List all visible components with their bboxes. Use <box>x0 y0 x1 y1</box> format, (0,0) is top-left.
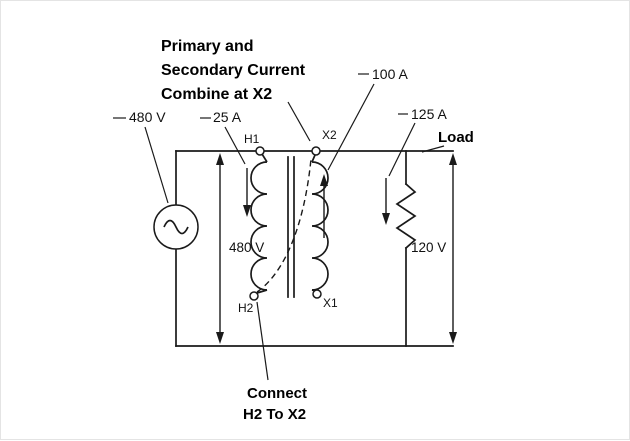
secondary-current-leader <box>327 83 375 171</box>
terminal-x2-label: X2 <box>322 128 337 142</box>
arrow-down-icon <box>243 205 251 217</box>
terminal-h2-dot <box>249 291 259 301</box>
primary-coil <box>250 161 268 291</box>
arrow-down-icon <box>382 213 390 225</box>
terminal-h1-label: H1 <box>244 132 260 146</box>
load-current-arrow <box>382 178 390 225</box>
arrow-up-icon <box>449 153 457 165</box>
text-labels: Primary and Secondary Current Combine at… <box>129 38 474 423</box>
transformer-core <box>287 156 295 298</box>
primary-voltage-arrow <box>216 153 224 344</box>
load-current-leader <box>388 122 416 177</box>
secondary-current-arrow <box>320 174 328 238</box>
terminal-h2-label: H2 <box>238 301 254 315</box>
ac-source <box>153 204 199 250</box>
primary-current-label: 25 A <box>213 109 242 125</box>
terminal-x1-dot <box>312 289 322 299</box>
leader-lines <box>113 73 445 381</box>
terminal-x1-label: X1 <box>323 296 338 310</box>
combine-note-line3: Combine at X2 <box>161 86 272 103</box>
primary-lead-top <box>261 153 268 163</box>
primary-current-leader <box>224 126 246 165</box>
combine-note-line2: Secondary Current <box>161 62 306 79</box>
primary-lead-bottom <box>256 289 268 294</box>
primary-voltage-label: 480 V <box>229 240 264 255</box>
combine-note-line1: Primary and <box>161 38 253 55</box>
secondary-voltage-arrow <box>449 153 457 344</box>
secondary-current-label: 100 A <box>372 66 408 82</box>
combine-note-leader <box>287 101 311 142</box>
arrow-down-icon <box>449 332 457 344</box>
connect-note-line1: Connect <box>247 385 307 402</box>
terminal-h1-dot <box>255 146 265 156</box>
source-voltage-label: 480 V <box>129 109 166 125</box>
load-current-label: 125 A <box>411 106 447 122</box>
arrow-down-icon <box>216 332 224 344</box>
primary-current-arrow <box>243 168 251 217</box>
load-leader <box>421 145 445 153</box>
connect-note-leader <box>256 301 269 381</box>
terminal-x2-dot <box>311 146 321 156</box>
secondary-lead-top <box>311 154 316 163</box>
load-label: Load <box>438 129 474 146</box>
arrow-up-icon <box>320 174 328 186</box>
secondary-voltage-label: 120 V <box>411 240 446 255</box>
connect-note-line2: H2 To X2 <box>243 406 306 423</box>
sine-wave-icon <box>163 219 189 235</box>
primary-winding <box>249 146 268 301</box>
arrow-up-icon <box>216 153 224 165</box>
load-resistor <box>395 182 417 250</box>
h2-x2-dashed-connection <box>256 158 312 293</box>
secondary-winding <box>311 146 329 299</box>
secondary-coil <box>311 161 329 291</box>
source-voltage-leader <box>144 126 169 204</box>
